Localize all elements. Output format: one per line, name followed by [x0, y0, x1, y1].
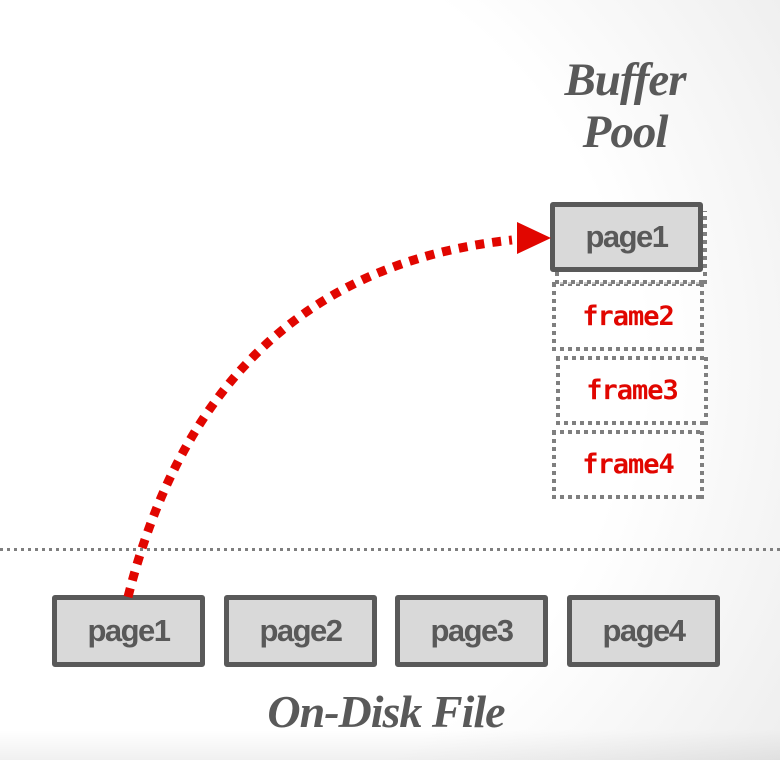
- buffer-page1-box: page1: [550, 202, 703, 272]
- disk-page4-label: page4: [602, 613, 686, 648]
- page-fetch-arrow-curve: [123, 235, 513, 599]
- buffer-page1-label: page1: [585, 219, 669, 254]
- disk-page4-box: page4: [567, 595, 720, 667]
- buffer-pool-title: Buffer Pool: [515, 54, 735, 158]
- memory-disk-divider: [0, 548, 780, 551]
- on-disk-file-title: On-Disk File: [267, 686, 505, 737]
- buffer-frame4-label: frame4: [582, 449, 675, 480]
- buffer-frame3-slot: frame3: [556, 356, 708, 425]
- disk-page1-box: page1: [52, 595, 205, 667]
- buffer-frame3-label: frame3: [586, 375, 679, 406]
- buffer-frame2-slot: frame2: [552, 282, 704, 351]
- buffer-pool-title-line2: Pool: [582, 106, 669, 158]
- arrowhead-icon: [517, 222, 551, 254]
- buffer-pool-title-line1: Buffer: [564, 54, 686, 106]
- disk-page1-label: page1: [87, 613, 171, 648]
- buffer-frame2-label: frame2: [582, 301, 675, 332]
- disk-page3-label: page3: [430, 613, 514, 648]
- disk-page3-box: page3: [395, 595, 548, 667]
- disk-page2-box: page2: [224, 595, 377, 667]
- buffer-frame4-slot: frame4: [552, 430, 704, 499]
- disk-page2-label: page2: [259, 613, 343, 648]
